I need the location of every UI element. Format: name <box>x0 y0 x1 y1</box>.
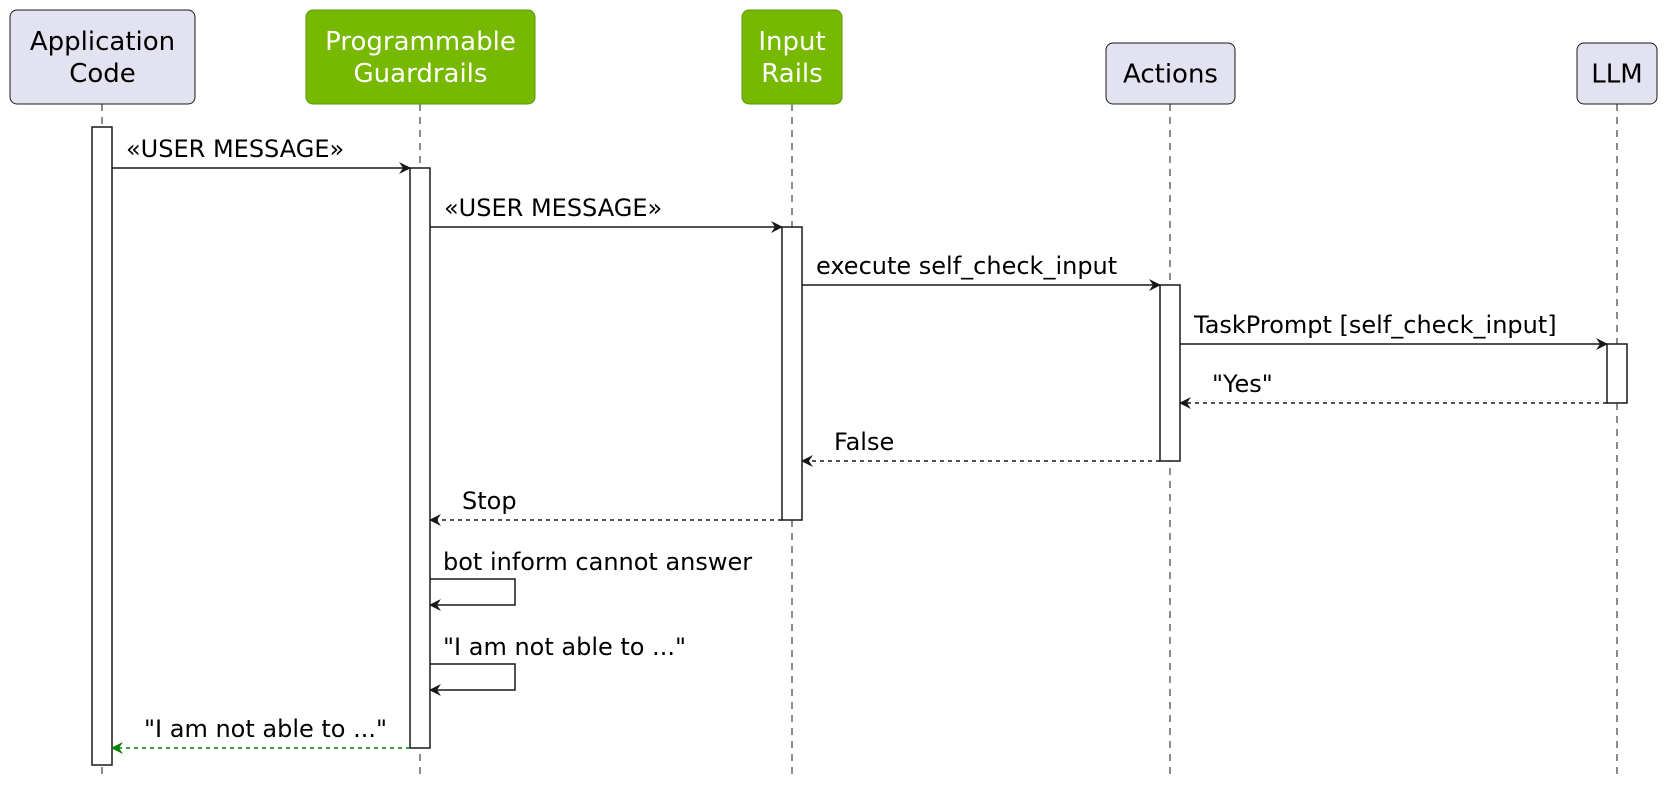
participant-label-guard: Guardrails <box>354 59 488 89</box>
message-label-2: «USER MESSAGE» <box>444 194 662 222</box>
activation-bar-guard <box>409 167 431 749</box>
message-5: "Yes" <box>1179 370 1607 409</box>
message-label-4: TaskPrompt [self_check_input] <box>1193 311 1557 339</box>
participant-label-actions: Actions <box>1123 60 1218 90</box>
participant-label-llm: LLM <box>1591 60 1642 90</box>
message-8: bot inform cannot answer <box>429 548 752 611</box>
message-label-8: bot inform cannot answer <box>443 548 752 576</box>
participant-label-app: Code <box>69 59 136 89</box>
participant-actions: Actions <box>1105 42 1236 105</box>
message-label-1: «USER MESSAGE» <box>126 135 344 163</box>
message-1: «USER MESSAGE» <box>112 135 411 174</box>
participant-box-actions <box>1105 42 1236 105</box>
message-6: False <box>801 428 1160 467</box>
message-7: Stop <box>429 487 782 526</box>
message-9: "I am not able to ..." <box>429 633 686 696</box>
message-label-7: Stop <box>462 487 517 515</box>
participant-box-guard <box>305 9 536 105</box>
messages: «USER MESSAGE» «USER MESSAGE» execute self… <box>111 135 1608 754</box>
participant-box-llm <box>1576 42 1658 105</box>
message-label-10: "I am not able to ..." <box>144 715 387 743</box>
participant-label-input: Rails <box>761 59 822 89</box>
participant-label-app: Application <box>30 27 175 57</box>
participant-box-input <box>741 9 843 105</box>
message-arrow-8 <box>429 578 516 611</box>
participant-llm: LLM <box>1576 42 1658 105</box>
message-label-6: False <box>834 428 894 456</box>
message-arrow-9 <box>429 663 516 696</box>
message-label-9: "I am not able to ..." <box>443 633 686 661</box>
message-label-3: execute self_check_input <box>816 252 1117 280</box>
message-3: execute self_check_input <box>802 252 1161 291</box>
activation-bar-app <box>91 126 113 766</box>
message-2: «USER MESSAGE» <box>430 194 783 233</box>
activation-bars <box>91 126 1628 766</box>
participant-box-app <box>9 9 196 105</box>
participant-label-guard: Programmable <box>325 27 516 57</box>
activation-bar-actions <box>1159 284 1181 462</box>
message-label-5: "Yes" <box>1212 370 1273 398</box>
message-10: "I am not able to ..." <box>111 715 410 754</box>
participant-label-input: Input <box>758 27 825 57</box>
message-4: TaskPrompt [self_check_input] <box>1180 311 1608 350</box>
activation-bar-input <box>781 226 803 521</box>
activation-bar-llm <box>1606 343 1628 404</box>
